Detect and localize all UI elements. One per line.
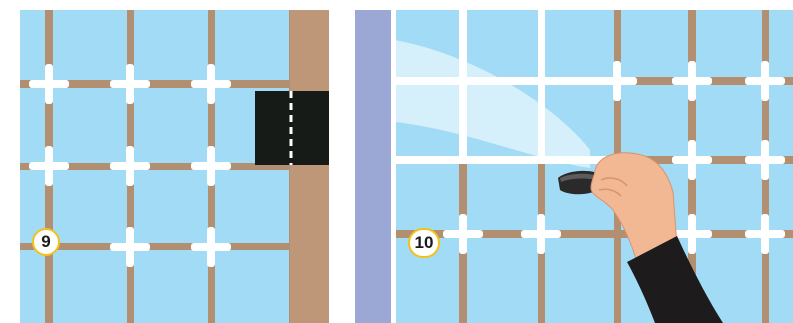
step-number-badge: 10: [408, 228, 440, 258]
step-number-badge: 9: [32, 228, 60, 256]
hand-icon: [590, 152, 678, 263]
wall-edge: [355, 10, 391, 323]
tile-wall-illustration: [20, 10, 329, 323]
grout-smear: [395, 40, 590, 168]
grouting-illustration: [355, 10, 793, 323]
sleeve: [627, 236, 723, 323]
step-9-panel: 9: [20, 10, 329, 323]
step-10-panel: 10: [355, 10, 793, 323]
wood-trim: [290, 10, 329, 323]
tile-grid: [20, 10, 289, 323]
tile-grid: [395, 10, 793, 323]
tile-spacer-cross-icon: [443, 61, 785, 254]
tile-spacer-cross-icon: [29, 64, 231, 267]
